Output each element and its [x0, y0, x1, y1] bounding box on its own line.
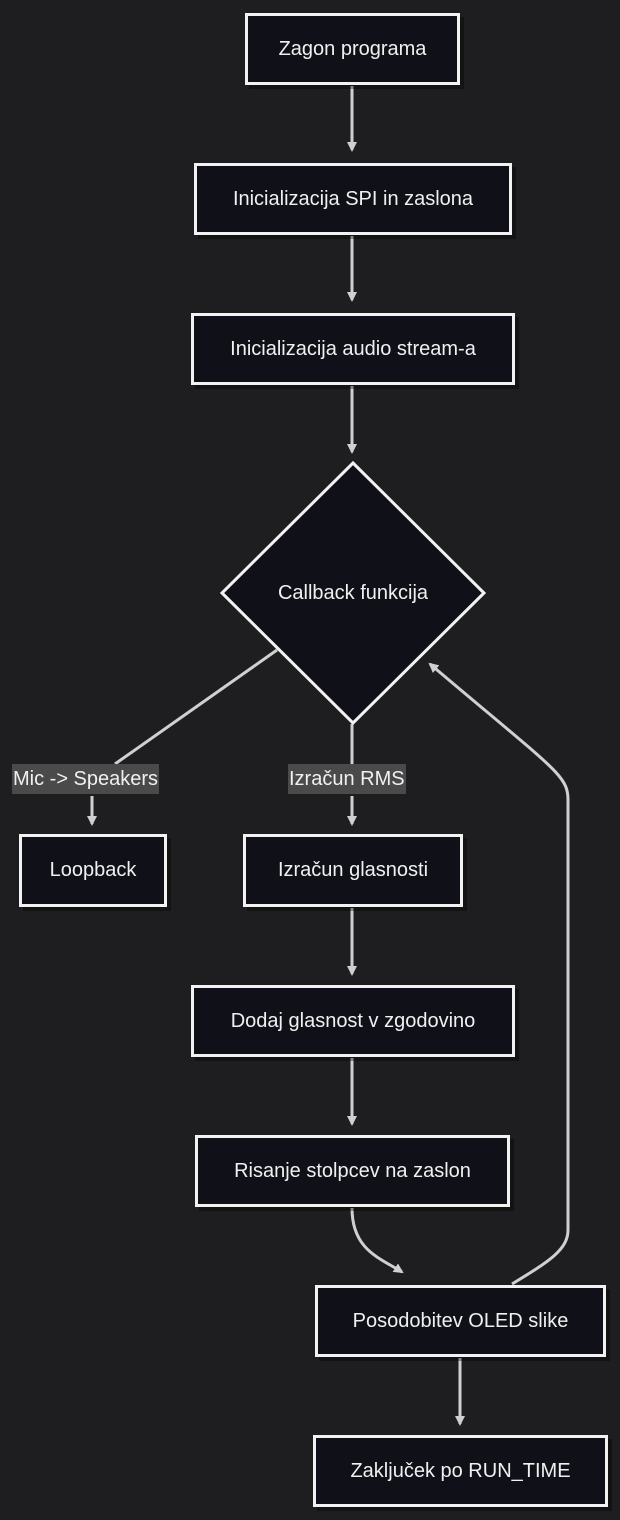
node-history: Dodaj glasnost v zgodovino — [191, 985, 515, 1057]
node-end-label: Zaključek po RUN_TIME — [350, 1459, 571, 1482]
node-loopback-label: Loopback — [49, 859, 137, 881]
node-oled-update-label: Posodobitev OLED slike — [352, 1309, 569, 1332]
edge-draw-bars-to-oled — [350, 1207, 404, 1274]
node-oled-update: Posodobitev OLED slike — [315, 1285, 606, 1357]
edge-label-rms: Izračun RMS — [288, 764, 406, 794]
callback-diamond — [219, 460, 487, 726]
node-loudness: Izračun glasnosti — [243, 834, 463, 907]
node-draw-bars: Risanje stolpcev na zaslon — [195, 1135, 510, 1207]
node-end: Zaključek po RUN_TIME — [313, 1435, 608, 1507]
node-init-spi: Inicializacija SPI in zaslona — [194, 163, 512, 235]
node-start-label: Zagon programa — [278, 37, 427, 60]
node-start: Zagon programa — [245, 13, 460, 85]
node-history-label: Dodaj glasnost v zgodovino — [230, 1009, 476, 1032]
node-loopback: Loopback — [19, 834, 167, 907]
node-callback-label: Callback funkcija — [277, 581, 429, 604]
node-loudness-label: Izračun glasnosti — [277, 859, 429, 881]
node-init-audio: Inicializacija audio stream-a — [191, 313, 515, 385]
edge-label-mic-speakers: Mic -> Speakers — [12, 764, 160, 794]
node-draw-bars-label: Risanje stolpcev na zaslon — [234, 1159, 471, 1182]
node-init-spi-label: Inicializacija SPI in zaslona — [232, 187, 474, 210]
edge-oled-to-callback — [428, 662, 570, 1286]
edge-callback-to-loopback — [92, 648, 278, 824]
node-init-audio-label: Inicializacija audio stream-a — [230, 337, 476, 360]
